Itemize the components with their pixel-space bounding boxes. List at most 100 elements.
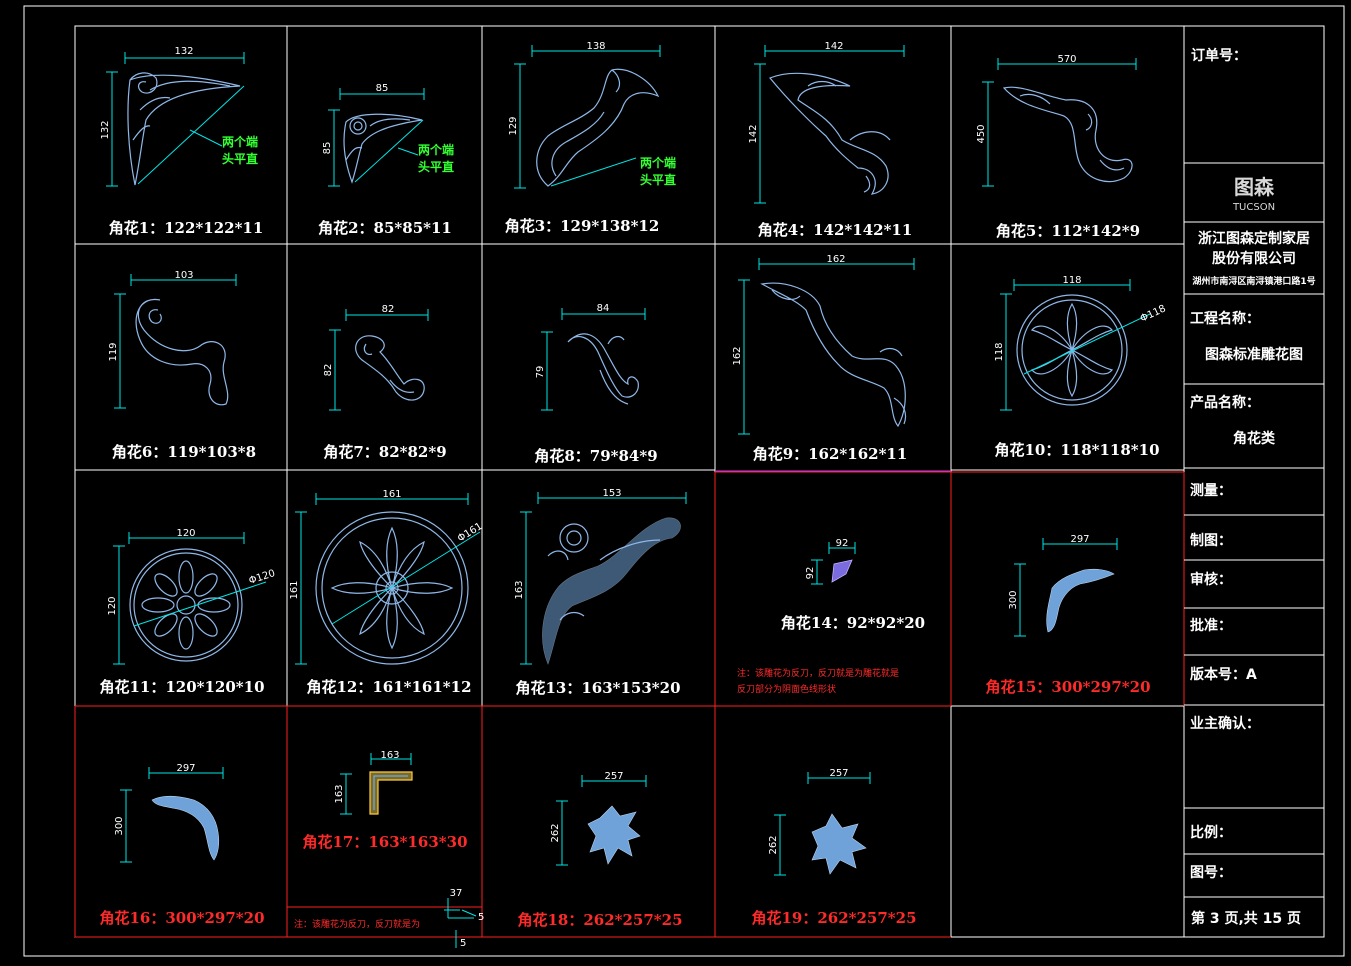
dim-side: 129 (508, 116, 519, 135)
panel-p15: 297 300 角花15：300*297*20 (985, 534, 1150, 696)
panel-label: 角花14：92*92*20 (781, 614, 925, 632)
panel-label: 角花15：300*297*20 (985, 678, 1150, 696)
dim-top: 103 (174, 270, 193, 281)
review-label: 审核： (1190, 571, 1232, 588)
dim-top: 162 (826, 254, 845, 265)
dim-top: 257 (829, 768, 848, 779)
dim-top: 118 (1062, 275, 1081, 286)
panel-label: 角花8：79*84*9 (534, 447, 657, 465)
dim-side: 300 (1008, 590, 1019, 609)
note-line-1: 两个端 (418, 142, 454, 157)
approve-label: 批准： (1190, 617, 1232, 634)
panel-p12: 161 161 Φ161 角花12：161*161*12 (289, 489, 484, 696)
company-address: 湖州市南浔区南浔镇港口路1号 (1192, 275, 1315, 287)
panel-p3: 138 129 两个端 头平直 角花3：129*138*12 (505, 41, 676, 235)
note-line-2: 头平直 (640, 172, 676, 187)
outer-border (23, 5, 1345, 957)
panel-p14: 92 92 角花14：92*92*20 注：该雕花为反刀，反刀就是为雕花就是 反… (737, 538, 925, 695)
panel-p4: 142 142 角花4：142*142*11 (748, 41, 912, 239)
project-value: 图森标准雕花图 (1205, 346, 1303, 363)
dim-side: 85 (322, 142, 333, 155)
panel-p8: 84 79 角花8：79*84*9 (534, 303, 657, 465)
page-indicator: 第 3 页,共 15 页 (1191, 910, 1301, 927)
dim-side: 79 (535, 366, 546, 379)
panel-label: 角花3：129*138*12 (505, 217, 660, 235)
dim-side: 262 (768, 835, 779, 854)
panel-label: 角花11：120*120*10 (99, 678, 264, 696)
company-name-line-2: 股份有限公司 (1212, 250, 1296, 267)
dim-side: 262 (550, 823, 561, 842)
dim-diameter: Φ118 (1139, 303, 1168, 324)
panel-p19: 257 262 角花19：262*257*25 (751, 768, 916, 927)
panel-label: 角花6：119*103*8 (112, 443, 256, 461)
rosette-petals (141, 560, 231, 650)
dim-side: 161 (289, 580, 300, 599)
dim-top: 297 (176, 763, 195, 774)
dim-side: 142 (748, 124, 759, 143)
dim-top: 132 (174, 46, 193, 57)
note-red-line-1: 注：该雕花为反刀，反刀就是为雕花就是 (737, 667, 899, 679)
panel-label: 角花1：122*122*11 (109, 219, 264, 237)
order-no-label: 订单号： (1191, 47, 1247, 64)
dim-extra-1: 37 (450, 888, 463, 899)
dim-top: 92 (836, 538, 849, 549)
note-line-1: 两个端 (222, 134, 258, 149)
dim-top: 153 (602, 488, 621, 499)
project-label: 工程名称： (1190, 310, 1260, 327)
panel-label: 角花7：82*82*9 (323, 443, 446, 461)
dim-top: 161 (382, 489, 401, 500)
dim-top: 85 (376, 83, 389, 94)
note-line-2: 头平直 (222, 151, 258, 166)
lotus-petals (330, 526, 454, 650)
dim-top: 570 (1057, 54, 1076, 65)
panel-label: 角花12：161*161*12 (306, 678, 471, 696)
dim-side: 132 (100, 120, 111, 139)
dim-extra-3: 5 (460, 938, 466, 949)
panel-label: 角花13：163*153*20 (515, 679, 680, 697)
dim-side: 300 (114, 816, 125, 835)
company-logo: 图森 (1234, 175, 1275, 199)
dim-top: 297 (1070, 534, 1089, 545)
drawing-no-label: 图号： (1190, 865, 1232, 881)
note-red-line-2: 反刀部分为阴面色线形状 (737, 683, 836, 695)
dim-top: 82 (382, 304, 395, 315)
dim-side: 119 (108, 342, 119, 361)
panel-label: 角花16：300*297*20 (99, 909, 264, 927)
panel-p6: 103 119 角花6：119*103*8 (108, 270, 256, 461)
panel-p13: 153 163 角花13：163*153*20 (514, 488, 687, 697)
panel-p17: 163 163 角花17：163*163*30 注：该雕花为反刀，反刀就是为 3… (294, 750, 484, 949)
panel-label: 角花18：262*257*25 (517, 911, 682, 929)
scale-label: 比例： (1190, 824, 1232, 841)
owner-confirm-label: 业主确认： (1190, 715, 1260, 732)
note-line-2: 头平直 (418, 159, 454, 174)
dim-side: 92 (805, 567, 816, 580)
note-line-1: 两个端 (640, 155, 676, 170)
dim-side: 163 (514, 580, 525, 599)
dim-top: 163 (380, 750, 399, 761)
dim-top: 120 (176, 528, 195, 539)
company-name-line-1: 浙江图森定制家居 (1198, 230, 1310, 247)
dim-side: 162 (732, 346, 743, 365)
panel-p11: 120 120 Φ120 角花11：120*120*10 (99, 528, 276, 696)
panel-label: 角花4：142*142*11 (758, 221, 913, 239)
panel-label: 角花10：118*118*10 (994, 441, 1159, 459)
dim-side: 82 (323, 364, 334, 377)
dim-top: 138 (586, 41, 605, 52)
dim-diameter: Φ120 (248, 568, 277, 587)
version-label: 版本号：A (1190, 666, 1257, 683)
panel-p7: 82 82 角花7：82*82*9 (323, 304, 447, 461)
panel-p16: 297 300 角花16：300*297*20 (99, 763, 264, 927)
panel-label: 角花17：163*163*30 (302, 833, 467, 851)
measure-label: 测量： (1190, 482, 1232, 499)
dim-side: 118 (994, 342, 1005, 361)
dim-top: 257 (604, 771, 623, 782)
panel-p2: 85 85 两个端 头平直 角花2：85*85*11 (318, 83, 454, 237)
panel-p1: 132 132 两个端 头平直 角花1：122*122*11 (100, 46, 263, 237)
note-red-line-1: 注：该雕花为反刀，反刀就是为 (294, 918, 420, 930)
dim-top: 142 (824, 41, 843, 52)
panel-grid-red (74, 471, 1185, 938)
title-block: 订单号： 图森 TUCSON 浙江图森定制家居 股份有限公司 湖州市南浔区南浔镇… (1184, 47, 1324, 927)
dim-side: 163 (334, 784, 345, 803)
product-label: 产品名称： (1190, 394, 1260, 411)
